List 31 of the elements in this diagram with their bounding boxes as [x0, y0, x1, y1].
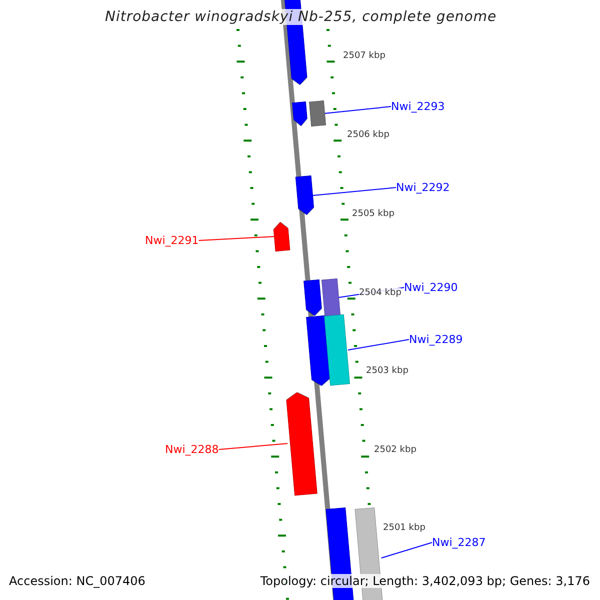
- gene-label: Nwi_2290: [404, 281, 458, 294]
- accession-note: Accession: NC_007406: [9, 574, 146, 588]
- scale-label: 2503 kbp: [366, 366, 408, 377]
- leader-line: [324, 106, 392, 114]
- scale-label: 2501 kbp: [383, 523, 426, 534]
- leader-line: [380, 542, 432, 558]
- gene-label: Nwi_2292: [396, 181, 450, 194]
- scale-label: 2507 kbp: [343, 51, 386, 62]
- gene-label: Nwi_2289: [409, 333, 463, 346]
- gene-label: Nwi_2288: [165, 443, 219, 456]
- genome-summary: Topology: circular; Length: 3,402,093 bp; Genes: 3,176: [260, 574, 590, 588]
- gene-block: [295, 175, 315, 216]
- scale-label: 2505 kbp: [352, 209, 394, 220]
- gene-label: Nwi_2293: [391, 100, 445, 113]
- scale-label: 2504 kbp: [359, 288, 402, 299]
- gene-label: Nwi_2287: [432, 536, 486, 549]
- leader-line: [198, 236, 276, 241]
- leader-line: [312, 187, 396, 196]
- gene-block: [286, 391, 318, 496]
- gene-bar: [324, 314, 350, 386]
- scale-label: 2506 kbp: [347, 130, 390, 141]
- gene-block: [303, 279, 323, 317]
- gene-block: [292, 101, 308, 127]
- scale-label: 2502 kbp: [374, 445, 416, 456]
- diagram-title: Nitrobacter winogradskyi Nb-255, complete genome: [105, 9, 495, 25]
- gene-bar: [308, 100, 326, 127]
- gene-bar: [321, 278, 341, 317]
- gene-label: Nwi_2291: [145, 234, 199, 247]
- leader-line: [218, 443, 288, 450]
- leader-line: [348, 339, 410, 350]
- gene-block: [272, 221, 290, 252]
